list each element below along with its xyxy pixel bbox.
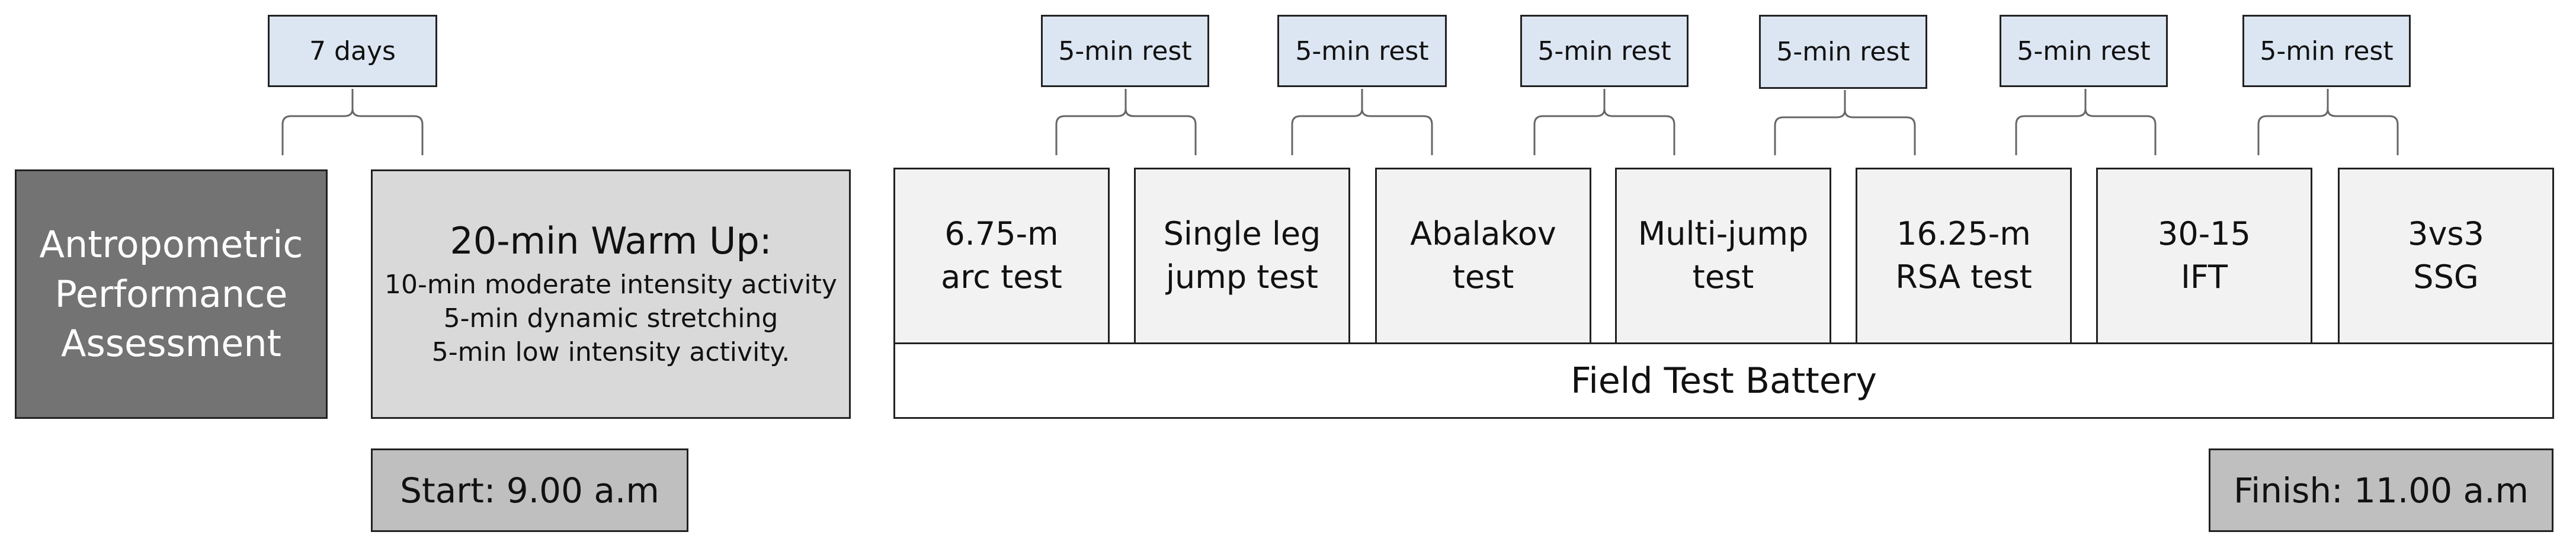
interval-label: 7 days (309, 36, 396, 66)
rest-callout-3: 5-min rest (1520, 15, 1689, 87)
rest-callout-5: 5-min rest (2000, 15, 2168, 87)
test-line-1: 6.75-m (944, 215, 1059, 253)
rest-callout-4: 5-min rest (1759, 15, 1927, 89)
test-line-2: RSA test (1895, 258, 2032, 296)
brace-connector (2015, 89, 2157, 155)
rest-label: 5-min rest (2260, 36, 2394, 66)
finish-box: Finish: 11.00 a.m (2209, 448, 2553, 532)
test-line-2: IFT (2180, 258, 2228, 296)
brace-connector (1774, 90, 1916, 155)
rest-label: 5-min rest (2017, 36, 2151, 66)
brace-connector (2257, 89, 2399, 155)
rest-label: 5-min rest (1295, 36, 1429, 66)
test-box-multi-jump: Multi-jump test (1615, 168, 1831, 342)
start-label: Start: 9.00 a.m (400, 470, 659, 511)
test-box-ssg: 3vs3 SSG (2338, 168, 2554, 342)
battery-label: Field Test Battery (1571, 360, 1877, 402)
start-box: Start: 9.00 a.m (371, 448, 688, 532)
rest-callout-2: 5-min rest (1277, 15, 1447, 87)
interval-callout: 7 days (268, 15, 437, 87)
warmup-title: 20-min Warm Up: (450, 219, 772, 262)
test-line-1: 30-15 (2158, 215, 2251, 253)
battery-bar: Field Test Battery (893, 342, 2554, 419)
rest-callout-6: 5-min rest (2242, 15, 2411, 87)
test-line-2: SSG (2413, 258, 2479, 296)
rest-label: 5-min rest (1058, 36, 1192, 66)
warmup-item: 10-min moderate intensity activity (385, 269, 837, 300)
test-line-1: Multi-jump (1638, 215, 1809, 253)
rest-label: 5-min rest (1776, 37, 1910, 67)
rest-callout-1: 5-min rest (1041, 15, 1209, 87)
finish-label: Finish: 11.00 a.m (2233, 470, 2529, 511)
test-box-single-leg: Single leg jump test (1134, 168, 1350, 342)
assessment-line-3: Assessment (61, 322, 281, 366)
brace-connector (281, 89, 424, 155)
test-line-1: 3vs3 (2408, 215, 2484, 253)
test-line-1: Single leg (1163, 215, 1321, 253)
test-line-2: test (1452, 258, 1514, 296)
test-box-abalakov: Abalakov test (1375, 168, 1591, 342)
test-line-1: 16.25-m (1896, 215, 2031, 253)
warmup-item: 5-min dynamic stretching (443, 303, 778, 334)
test-box-ift: 30-15 IFT (2096, 168, 2312, 342)
test-box-rsa: 16.25-m RSA test (1856, 168, 2072, 342)
brace-connector (1533, 89, 1675, 155)
brace-connector (1291, 89, 1433, 155)
test-box-arc: 6.75-m arc test (893, 168, 1110, 342)
warmup-box: 20-min Warm Up: 10-min moderate intensit… (371, 169, 851, 419)
assessment-box: Antropometric Performance Assessment (15, 169, 328, 419)
test-line-2: test (1692, 258, 1754, 296)
assessment-line-2: Performance (55, 272, 288, 316)
test-line-1: Abalakov (1410, 215, 1556, 253)
assessment-line-1: Antropometric (39, 222, 303, 266)
test-line-2: arc test (941, 258, 1062, 296)
warmup-item: 5-min low intensity activity. (431, 337, 790, 368)
test-line-2: jump test (1166, 258, 1318, 296)
rest-label: 5-min rest (1537, 36, 1671, 66)
brace-connector (1055, 89, 1197, 155)
